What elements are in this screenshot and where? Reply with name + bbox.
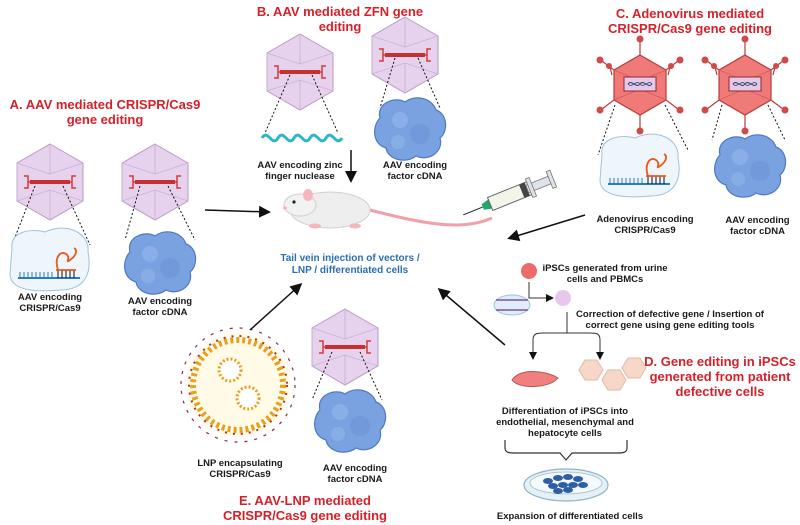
label-line: cells and PBMCs (566, 274, 644, 285)
arrow-from-panel-c (507, 214, 586, 242)
label-line: iPSCs generated from urine (542, 263, 668, 274)
petri-dish-icon (523, 468, 609, 502)
panel-b-left-label: AAV encoding zinc finger nuclease (250, 160, 350, 182)
panel-e-left-label: LNP encapsulating CRISPR/Cas9 (190, 458, 290, 480)
factor-protein-icon (313, 389, 387, 453)
hepatocyte-cells-icon (578, 357, 647, 391)
label-line: AAV encoding zinc (257, 160, 343, 171)
arrow-from-panel-d (437, 288, 506, 346)
syringe-icon (463, 169, 558, 216)
lnp-icon (180, 327, 296, 443)
label-line: CRISPR/Cas9 (19, 303, 81, 314)
title-line: gene editing (66, 112, 144, 127)
title-line: defective cells (675, 384, 765, 399)
center-caption: Tail vein injection of vectors / LNP / d… (265, 253, 435, 277)
panel-d-graphics (493, 263, 647, 502)
factor-protein-icon (713, 134, 787, 198)
label-line: factor cDNA (327, 474, 383, 485)
panel-c-title: C. Adenovirus mediated CRISPR/Cas9 gene … (580, 6, 800, 36)
label-line: AAV encoding (322, 463, 388, 474)
title-line: C. Adenovirus mediated (615, 6, 765, 21)
correction-label: Correction of defective gene / Insertion… (570, 309, 770, 331)
ipsc-cell-icon (521, 263, 537, 279)
caption-line: Tail vein injection of vectors / (280, 253, 420, 264)
title-line: CRISPR/Cas9 gene editing (608, 21, 772, 36)
arrows (204, 150, 586, 346)
label-line: Adenovirus encoding (596, 214, 694, 225)
title-line: E. AAV-LNP mediated (239, 493, 371, 508)
label-line: factor cDNA (387, 171, 443, 182)
label-line: AAV encoding (127, 296, 193, 307)
label-line: CRISPR/Cas9 (614, 225, 676, 236)
label-line: Differentiation of iPSCs into (501, 406, 629, 417)
factor-protein-icon (123, 231, 197, 295)
title-line: CRISPR/Cas9 gene editing (223, 508, 387, 523)
panel-a-graphics (9, 142, 197, 295)
panel-c-graphics (595, 34, 790, 198)
zinc-finger-icon (260, 133, 344, 143)
panel-c-right-label: AAV encoding factor cDNA (715, 215, 800, 237)
aav-capsid-icon (310, 307, 380, 387)
panel-a-left-label: AAV encoding CRISPR/Cas9 (5, 292, 95, 314)
arrow-from-panel-e (249, 282, 303, 331)
panel-c-left-label: Adenovirus encoding CRISPR/Cas9 (590, 214, 700, 236)
label-line: finger nuclease (265, 171, 335, 182)
label-line: AAV encoding (382, 160, 448, 171)
label-line: AAV encoding (17, 292, 83, 303)
adenovirus-icon (595, 34, 685, 136)
aav-capsid-icon (120, 142, 190, 222)
panel-b-right-label: AAV encoding factor cDNA (370, 160, 460, 182)
plasmid-icon (493, 294, 531, 316)
title-line: editing (318, 19, 362, 34)
label-line: CRISPR/Cas9 (209, 469, 271, 480)
crispr-cas9-icon (9, 227, 91, 292)
panel-e-title: E. AAV-LNP mediated CRISPR/Cas9 gene edi… (200, 493, 410, 523)
ipsc-label: iPSCs generated from urine cells and PBM… (540, 263, 670, 285)
crispr-cas9-icon (599, 133, 681, 198)
panel-b-title: B. AAV mediated ZFN gene editing (240, 4, 440, 34)
label-line: hepatocyte cells (528, 428, 602, 439)
label-line: Correction of defective gene / Insertion… (576, 309, 764, 320)
label-line: AAV encoding (725, 215, 790, 226)
differentiation-label: Differentiation of iPSCs into endothelia… (495, 406, 635, 439)
label-line: correct gene using gene editing tools (585, 320, 755, 331)
panel-e-right-label: AAV encoding factor cDNA (310, 463, 400, 485)
curly-brace (504, 440, 628, 461)
caption-line: LNP / differentiated cells (291, 265, 409, 276)
arrow-from-panel-a (204, 205, 271, 218)
panel-a-right-label: AAV encoding factor cDNA (115, 296, 205, 318)
panel-b-graphics (260, 15, 447, 161)
title-line: generated from patient (649, 369, 791, 384)
panel-a-title: A. AAV mediated CRISPR/Cas9 gene editing (5, 97, 205, 127)
panel-e-graphics (180, 307, 387, 453)
panel-d-title: D. Gene editing in iPSCs generated from … (640, 354, 800, 399)
label-line: factor cDNA (132, 307, 188, 318)
label-line: LNP encapsulating (197, 458, 283, 469)
endothelial-cell-icon (511, 371, 559, 387)
title-line: D. Gene editing in iPSCs (644, 354, 796, 369)
aav-capsid-icon (265, 32, 335, 112)
title-line: B. AAV mediated ZFN gene (256, 4, 424, 19)
mouse-icon (283, 189, 493, 229)
title-line: A. AAV mediated CRISPR/Cas9 (9, 97, 201, 112)
label-line: factor cDNA (730, 226, 785, 237)
expansion-label: Expansion of differentiated cells (496, 511, 644, 522)
factor-protein-icon (373, 97, 447, 161)
label-line: endothelial, mesenchymal and (496, 417, 634, 428)
corrected-cell-icon (555, 290, 571, 306)
